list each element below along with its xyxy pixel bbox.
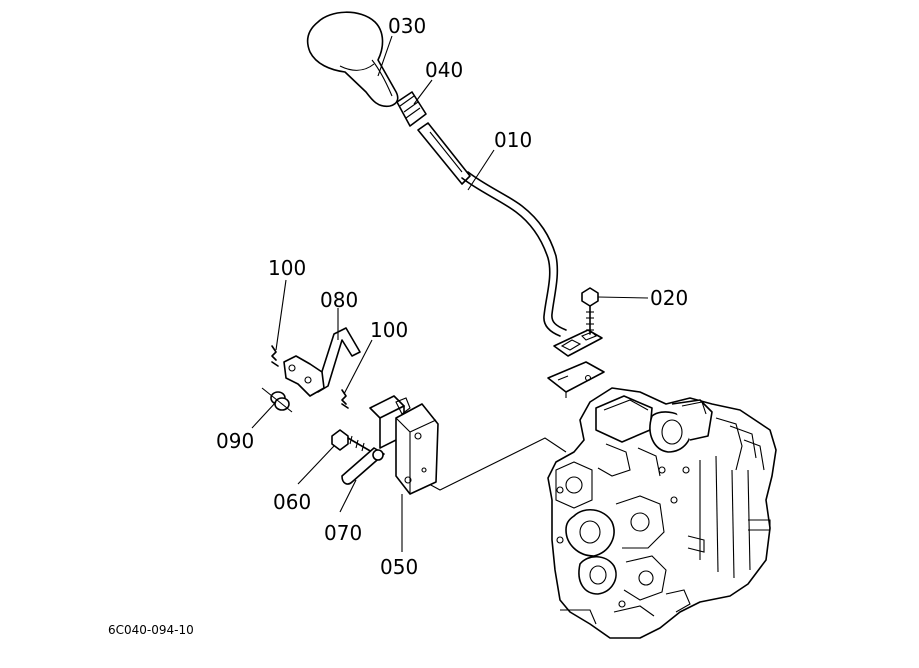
label-030: 030 xyxy=(388,14,426,38)
switch-screw[interactable] xyxy=(331,429,373,453)
label-100-lower: 100 xyxy=(370,318,408,342)
diagram-ref-code: 6C040-094-10 xyxy=(108,623,194,637)
assembly-leader xyxy=(417,437,567,491)
transmission-housing xyxy=(547,387,777,639)
lever-boot[interactable] xyxy=(396,91,427,127)
label-010: 010 xyxy=(494,128,532,152)
label-070: 070 xyxy=(324,521,362,545)
switch-bracket[interactable] xyxy=(369,395,439,495)
label-100-upper: 100 xyxy=(268,256,306,280)
label-080: 080 xyxy=(320,288,358,312)
shift-knob[interactable] xyxy=(306,11,399,108)
shift-lever[interactable] xyxy=(417,122,603,357)
lock-nut[interactable] xyxy=(261,387,293,413)
contact-plate[interactable] xyxy=(283,327,361,397)
label-060: 060 xyxy=(273,490,311,514)
switch-lever[interactable] xyxy=(341,447,385,485)
leader-lines xyxy=(251,35,649,552)
label-040: 040 xyxy=(425,58,463,82)
label-050: 050 xyxy=(380,555,418,579)
label-090: 090 xyxy=(216,429,254,453)
mount-bracket xyxy=(547,361,605,398)
label-020: 020 xyxy=(650,286,688,310)
lever-bolt[interactable] xyxy=(581,287,599,335)
retaining-clip-upper[interactable] xyxy=(271,345,279,367)
